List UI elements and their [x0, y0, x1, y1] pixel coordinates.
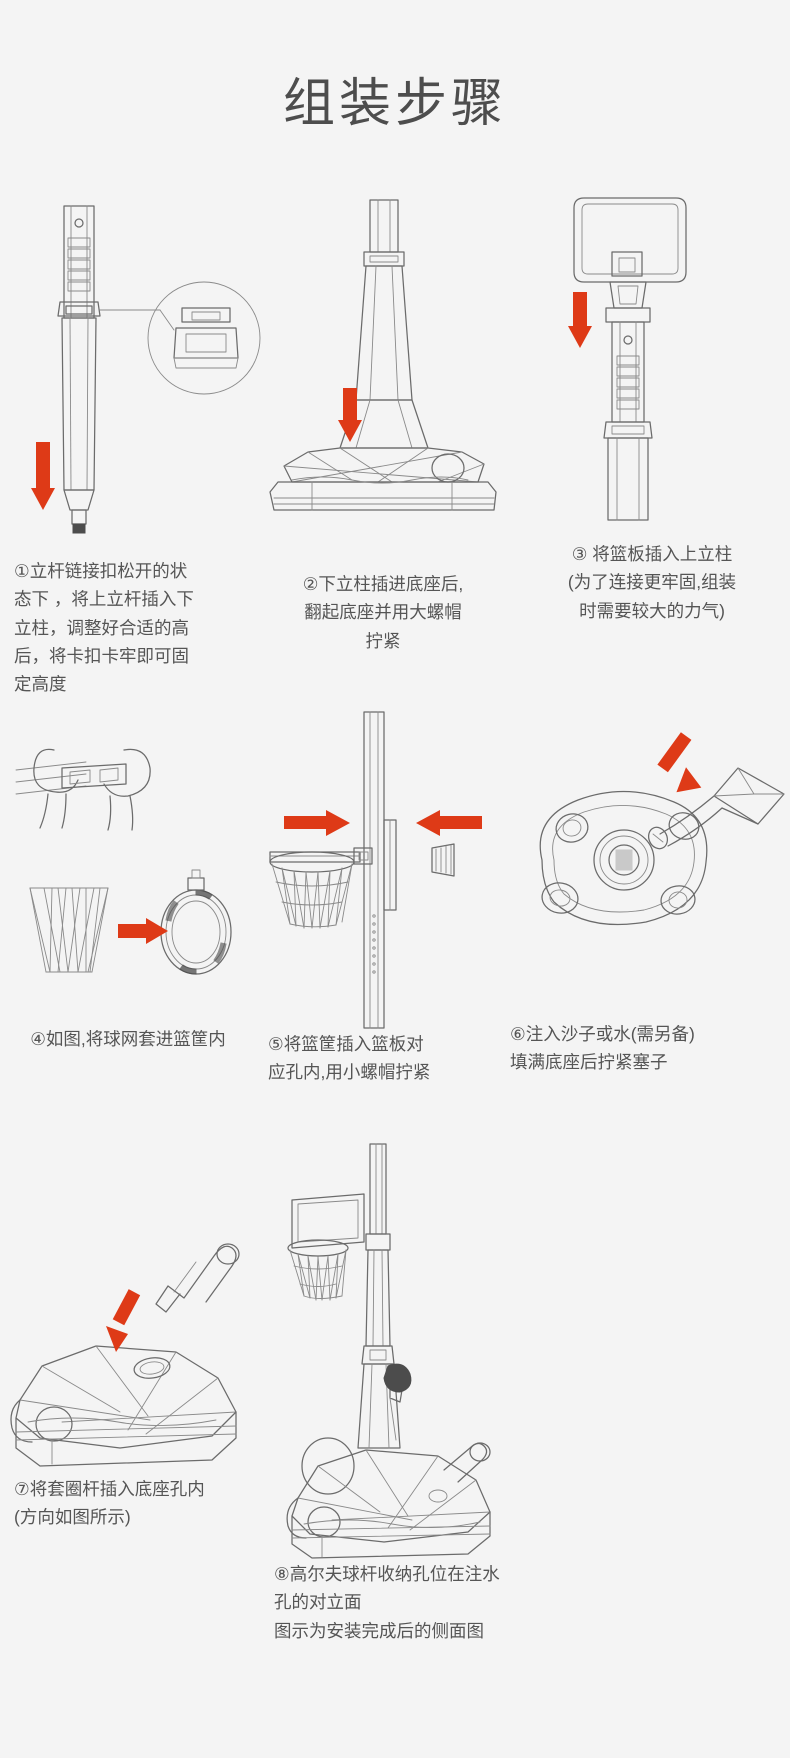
step-caption-7: ⑦将套圈杆插入底座孔内 (方向如图所示) [14, 1479, 205, 1528]
net-onto-rim-diagram [0, 710, 256, 1025]
step-caption-5: ⑤将篮筐插入篮板对 应孔内,用小螺帽拧紧 [268, 1034, 431, 1083]
down-left-arrow-icon [106, 1289, 141, 1352]
steps-row-3: ⑦将套圈杆插入底座孔内 (方向如图所示) [0, 1130, 790, 1730]
step-cell-4: ④如图,将球网套进篮筐内 [0, 710, 256, 1053]
lower-pole-into-base-diagram [252, 190, 514, 570]
step-caption-4: ④如图,将球网套进篮筐内 [30, 1029, 226, 1049]
down-right-arrow-icon [657, 732, 702, 793]
right-arrow-icon [284, 810, 350, 836]
step-cell-2: ②下立柱插进底座后, 翻起底座并用大螺帽 拧紧 [252, 190, 514, 655]
step-caption-3: ③ 将篮板插入上立柱 (为了连接更牢固,组装 时需要较大的力气) [567, 544, 737, 621]
fill-base-with-sand-or-water-diagram [506, 710, 790, 1020]
down-arrow-icon [568, 292, 592, 348]
finished-assembly-side-view-diagram [262, 1130, 562, 1560]
step-caption-1: ①立杆链接扣松开的状 态下 ，将上立杆插入下 立柱，调整好合适的高 后，将卡扣卡… [14, 561, 194, 695]
step-cell-3: ③ 将篮板插入上立柱 (为了连接更牢固,组装 时需要较大的力气) [514, 190, 790, 625]
steps-row-2: ④如图,将球网套进篮筐内 [0, 710, 790, 1130]
step-cell-1: ①立杆链接扣松开的状 态下 ，将上立杆插入下 立柱，调整好合适的高 后，将卡扣卡… [0, 190, 261, 699]
step-caption-8: ⑧高尔夫球杆收纳孔位在注水 孔的对立面 图示为安装完成后的侧面图 [274, 1564, 500, 1641]
pole-latch-open-diagram [14, 190, 261, 545]
step-cell-7: ⑦将套圈杆插入底座孔内 (方向如图所示) [0, 1130, 262, 1532]
steps-row-1: ①立杆链接扣松开的状 态下 ，将上立杆插入下 立柱，调整好合适的高 后，将卡扣卡… [0, 190, 790, 710]
ring-rod-into-base-hole-diagram [0, 1130, 262, 1475]
left-arrow-icon [416, 810, 482, 836]
rim-into-backboard-diagram [256, 710, 506, 1030]
step-caption-2: ②下立柱插进底座后, 翻起底座并用大螺帽 拧紧 [302, 574, 464, 651]
down-arrow-icon [31, 442, 55, 510]
right-arrow-icon [118, 918, 168, 944]
step-cell-5: ⑤将篮筐插入篮板对 应孔内,用小螺帽拧紧 [256, 710, 506, 1087]
step-cell-8: ⑧高尔夫球杆收纳孔位在注水 孔的对立面 图示为安装完成后的侧面图 [262, 1130, 562, 1645]
backboard-into-upper-pole-diagram [514, 190, 790, 540]
page-title: 组装步骤 [282, 74, 507, 133]
down-arrow-icon [338, 388, 362, 442]
step-caption-6: ⑥注入沙子或水(需另备) 填满底座后拧紧塞子 [510, 1024, 695, 1073]
step-cell-6: ⑥注入沙子或水(需另备) 填满底座后拧紧塞子 [506, 710, 790, 1077]
